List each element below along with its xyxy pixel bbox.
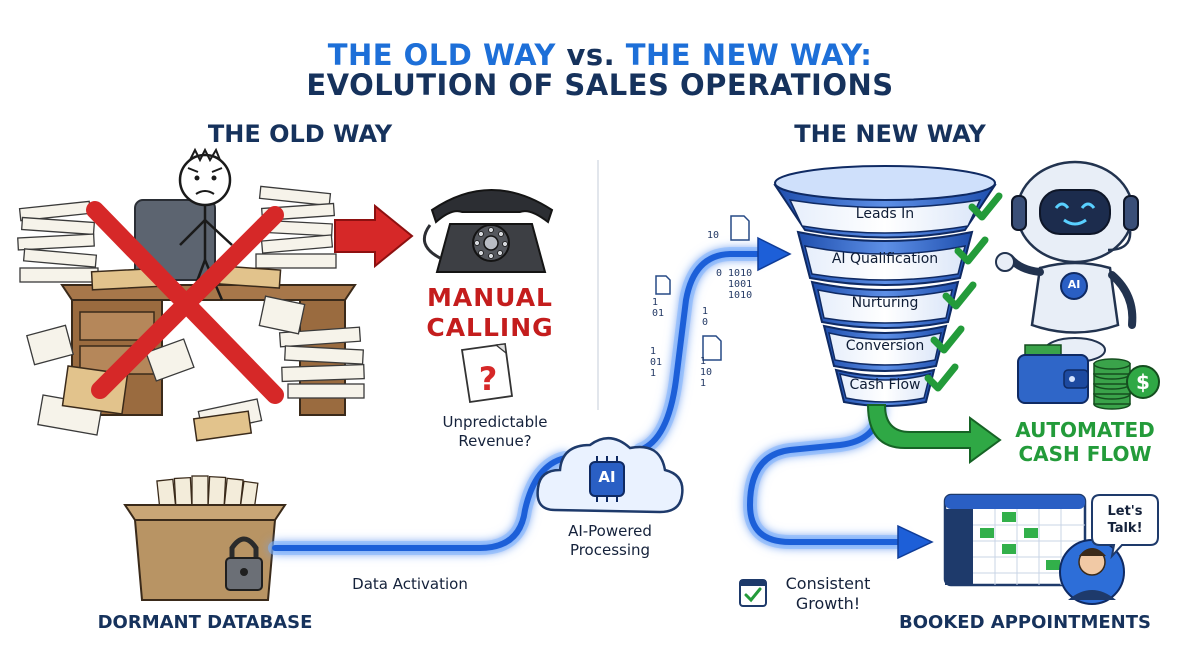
unpredictable-revenue-label: Unpredictable Revenue? [442,413,548,450]
x-mark-icon [86,201,284,404]
arrow-right-icon [866,404,1002,464]
binary-digits: 1 01 [652,297,665,319]
data-activation-label: Data Activation [352,575,468,593]
funnel-stage-ai-qualification: AI Qualification [831,251,939,267]
person-icon [1059,539,1125,605]
binary-digits: 0 1010 1001 1010 [716,268,753,301]
telephone-icon [422,189,554,273]
checkmark-icon [924,192,1003,392]
automated-cash-flow-label: AUTOMATED CASH FLOW [1015,418,1155,466]
padlock-icon [225,536,263,591]
robot-ai-badge: AI [1067,278,1081,291]
funnel-icon [773,165,997,407]
manual-calling-label: MANUAL CALLING [426,283,554,342]
binary-digits: 10 [707,230,720,241]
speech-bubble-icon [1091,494,1159,560]
cluttered-desk-icon [17,147,365,442]
cloud-ai-chip-label: AI [598,468,616,486]
dormant-database-label: DORMANT DATABASE [97,612,313,633]
robot-icon [995,160,1139,363]
page-title-line1: THE OLD WAY vs. THE NEW WAY: [327,38,873,72]
calendar-icon [943,493,1087,587]
calendar-icon [739,579,767,607]
booked-appointments-label: BOOKED APPOINTMENTS [899,612,1151,633]
ai-processing-label: AI-Powered Processing [568,522,652,559]
data-pipeline [268,247,907,555]
cloud-ai-icon [536,437,684,514]
arrow-right-icon [334,203,414,269]
question-document-icon [460,342,514,404]
wallet-icon [1017,344,1089,404]
funnel-stage-conversion: Conversion [845,338,925,354]
arrow-right-icon [757,236,934,560]
new-way-heading: THE NEW WAY [794,120,986,148]
funnel-stage-nurturing: Nurturing [851,295,919,311]
document-icon [655,215,750,361]
speech-bubble-text: Let's Talk! [1107,504,1143,536]
consistent-growth-label: Consistent Growth! [785,574,871,613]
question-mark: ? [479,360,498,398]
binary-digits: 1 0 [702,306,709,328]
old-way-heading: THE OLD WAY [207,120,393,148]
funnel-stage-cash-flow: Cash Flow [849,377,921,393]
funnel-stage-leads-in: Leads In [855,206,915,222]
money-stack-icon: $ [1093,358,1160,410]
page-title-line2: EVOLUTION OF SALES OPERATIONS [306,68,894,102]
binary-digits: 1 01 1 [650,346,663,379]
svg-text:$: $ [1136,370,1150,394]
binary-digits: 1 10 1 [700,356,713,389]
